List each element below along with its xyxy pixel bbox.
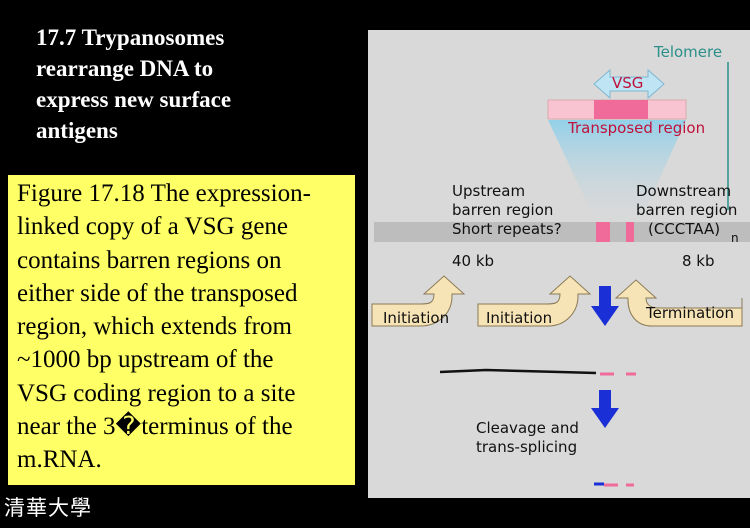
- caption-line: Figure 17.18 The expression-: [17, 180, 311, 207]
- initiation-arrow-right: [477, 275, 592, 327]
- downstream-size: 8 kb: [682, 252, 715, 270]
- expression-site-bar: [374, 222, 750, 242]
- initiation-arrow-left: [371, 275, 466, 327]
- downstream-label-2: barren region: [636, 201, 738, 219]
- cleavage-label-2: trans-splicing: [476, 438, 578, 456]
- primary-transcript: [439, 368, 597, 375]
- caption-line: ~1000 bp upstream of the: [17, 346, 274, 374]
- telomere-label: Telomere: [654, 43, 723, 61]
- caption-line: m.RNA.: [17, 446, 102, 474]
- caption-line: VSG coding region to a site: [17, 379, 296, 407]
- vsg-label: VSG: [612, 74, 644, 92]
- transcription-down-arrow: [591, 286, 619, 326]
- downstream-label-1: Downstream: [636, 182, 732, 200]
- vsg-end-block: [626, 222, 634, 242]
- vsg-double-arrow: [593, 68, 665, 100]
- caption-line: near the 3�terminus of the: [17, 413, 293, 441]
- repeat-subscript: n: [731, 231, 739, 245]
- upstream-label-2: barren region: [452, 201, 554, 219]
- title-line: rearrange DNA to: [36, 56, 214, 81]
- title-line: express new surface: [36, 87, 232, 112]
- slide-title: 17.7 Trypanosomes rearrange DNA to expre…: [36, 22, 336, 146]
- title-line: 17.7 Trypanosomes: [36, 25, 225, 50]
- university-logo: 清華大學: [4, 496, 92, 520]
- vsg-gene-block: [594, 100, 648, 119]
- initiation-label-right: Initiation: [486, 309, 553, 327]
- upstream-label-3: Short repeats?: [452, 220, 562, 238]
- caption-line: contains barren regions on: [17, 246, 282, 274]
- termination-label: Termination: [646, 304, 734, 322]
- termination-arrow: [614, 279, 743, 327]
- caption-line: region, which extends from: [17, 313, 292, 341]
- caption-line: either side of the transposed: [17, 279, 298, 307]
- upstream-label-1: Upstream: [452, 182, 526, 200]
- caption-line: linked copy of a VSG gene: [17, 213, 289, 241]
- initiation-label-left: Initiation: [383, 309, 450, 327]
- vsg-block-in-site: [596, 222, 610, 242]
- processing-down-arrow: [591, 390, 619, 428]
- magnifier-cone: [548, 120, 686, 222]
- figure-caption: Figure 17.18 The expression- linked copy…: [8, 175, 355, 485]
- downstream-label-3: (CCCTAA): [648, 220, 721, 238]
- title-line: antigens: [36, 118, 118, 143]
- upstream-size: 40 kb: [452, 252, 495, 270]
- cleavage-label-1: Cleavage and: [476, 419, 579, 437]
- transposed-region-label: Transposed region: [568, 119, 706, 137]
